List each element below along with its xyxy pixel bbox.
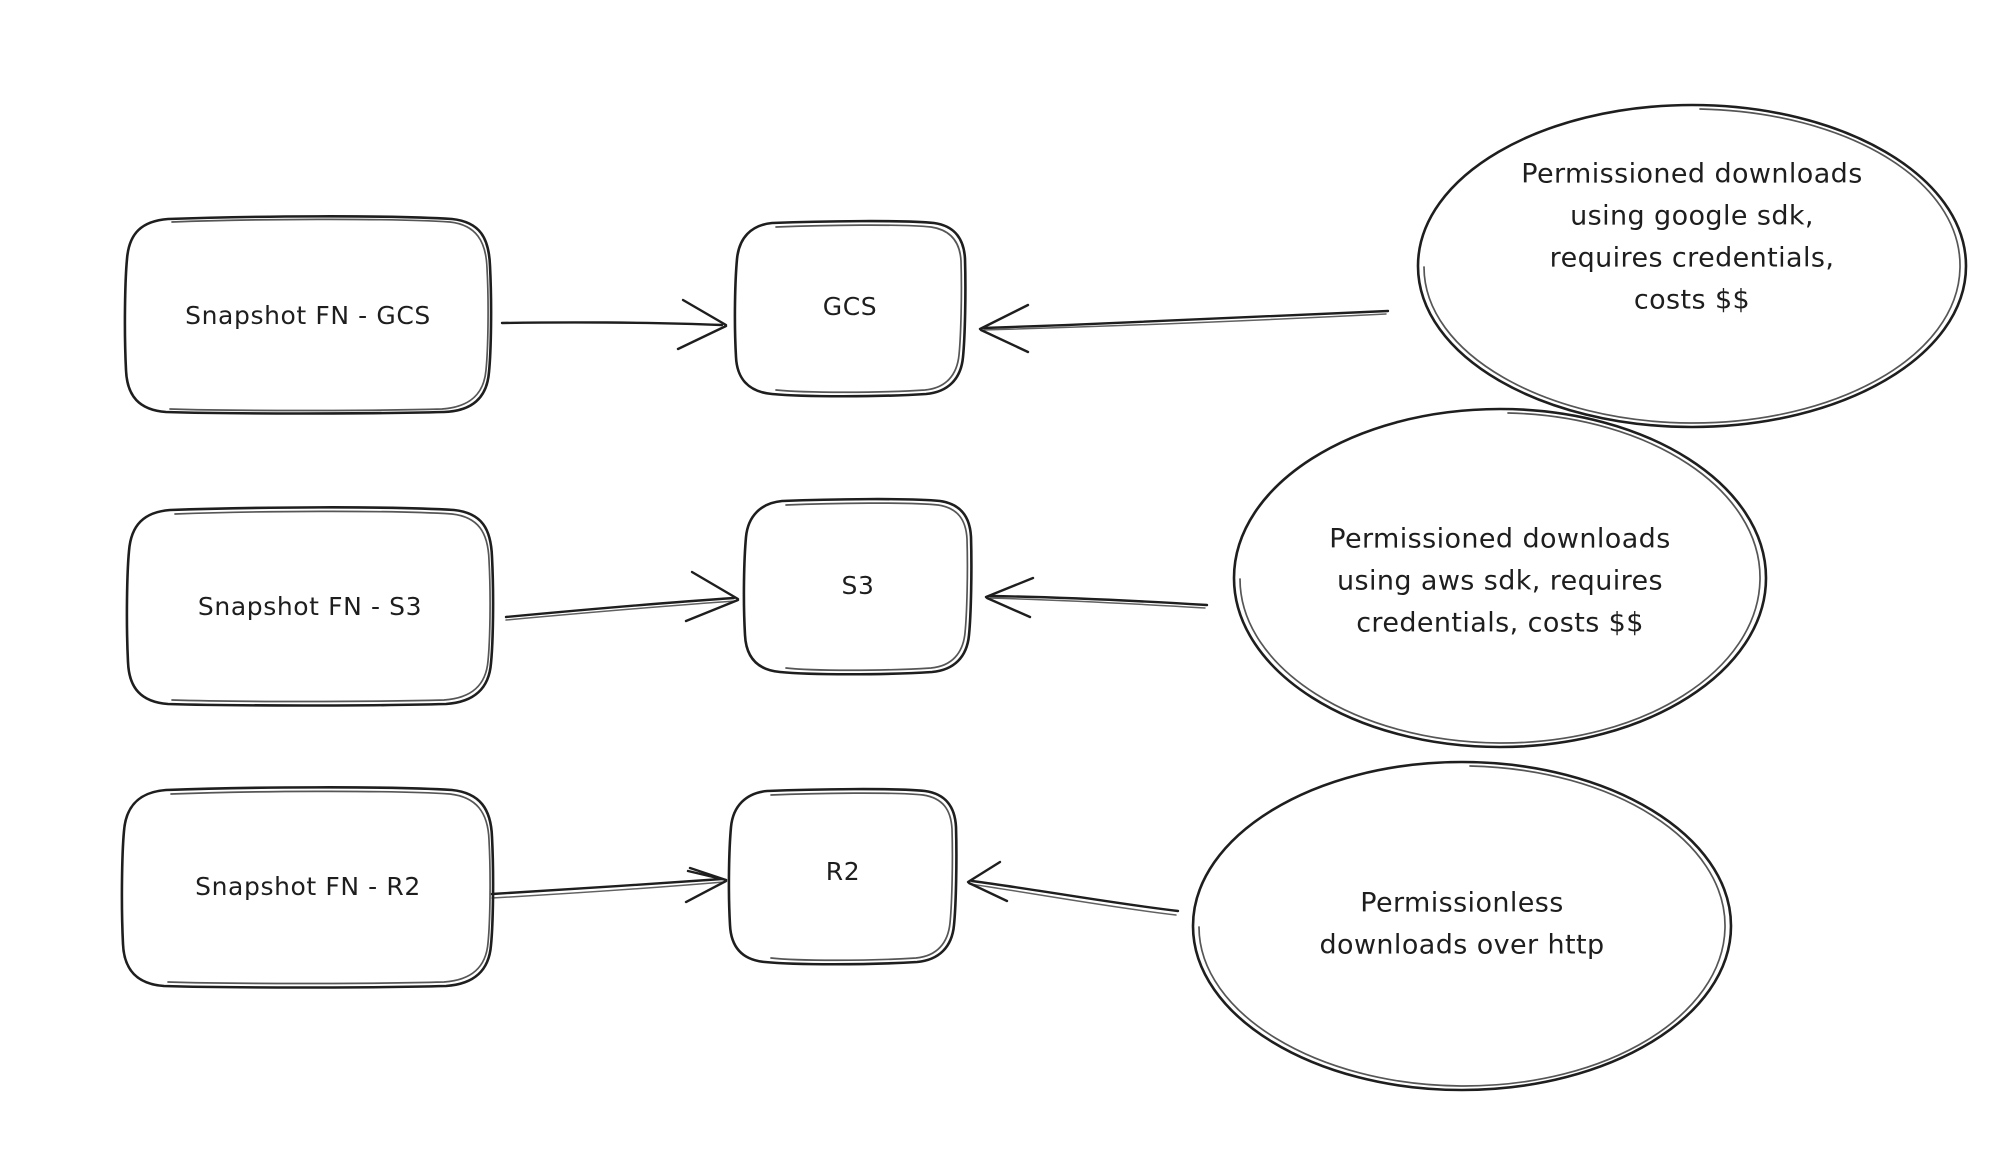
note-line-gcs-3: requires credentials, [1550, 243, 1835, 274]
node-label-snapshot-fn-s3: Snapshot FN - S3 [198, 592, 422, 621]
node-snapshot-fn-gcs[interactable]: Snapshot FN - GCS [123, 215, 493, 415]
note-line-r2-1: Permissionless [1360, 888, 1563, 919]
edge-fn-s3-to-s3 [504, 570, 740, 623]
note-line-gcs-2: using google sdk, [1570, 201, 1814, 232]
note-line-gcs-4: costs $$ [1634, 285, 1750, 316]
note-ellipse-gcs[interactable]: Permissioned downloads using google sdk,… [1416, 103, 1968, 429]
node-snapshot-fn-r2[interactable]: Snapshot FN - R2 [120, 786, 495, 989]
edge-note-gcs-to-gcs [978, 303, 1390, 354]
node-label-snapshot-fn-gcs: Snapshot FN - GCS [185, 301, 431, 330]
note-ellipse-s3[interactable]: Permissioned downloads using aws sdk, re… [1232, 407, 1768, 749]
note-line-s3-3: credentials, costs $$ [1356, 608, 1644, 639]
note-line-r2-2: downloads over http [1319, 930, 1604, 961]
node-label-snapshot-fn-r2: Snapshot FN - R2 [195, 872, 421, 901]
node-gcs[interactable]: GCS [733, 219, 967, 398]
edge-fn-r2-to-r2 [490, 866, 728, 904]
edge-fn-gcs-to-gcs [500, 298, 728, 351]
node-s3[interactable]: S3 [742, 497, 973, 676]
note-line-gcs-1: Permissioned downloads [1521, 159, 1862, 190]
edge-note-s3-to-s3 [984, 576, 1209, 619]
note-ellipse-r2[interactable]: Permissionless downloads over http [1191, 760, 1733, 1092]
node-r2[interactable]: R2 [727, 787, 958, 966]
node-snapshot-fn-s3[interactable]: Snapshot FN - S3 [125, 506, 495, 707]
node-label-r2: R2 [826, 857, 860, 886]
node-label-s3: S3 [842, 571, 875, 600]
note-line-s3-2: using aws sdk, requires [1337, 566, 1663, 597]
node-label-gcs: GCS [823, 292, 878, 321]
edge-note-r2-to-r2 [966, 860, 1180, 916]
note-line-s3-1: Permissioned downloads [1329, 524, 1670, 555]
